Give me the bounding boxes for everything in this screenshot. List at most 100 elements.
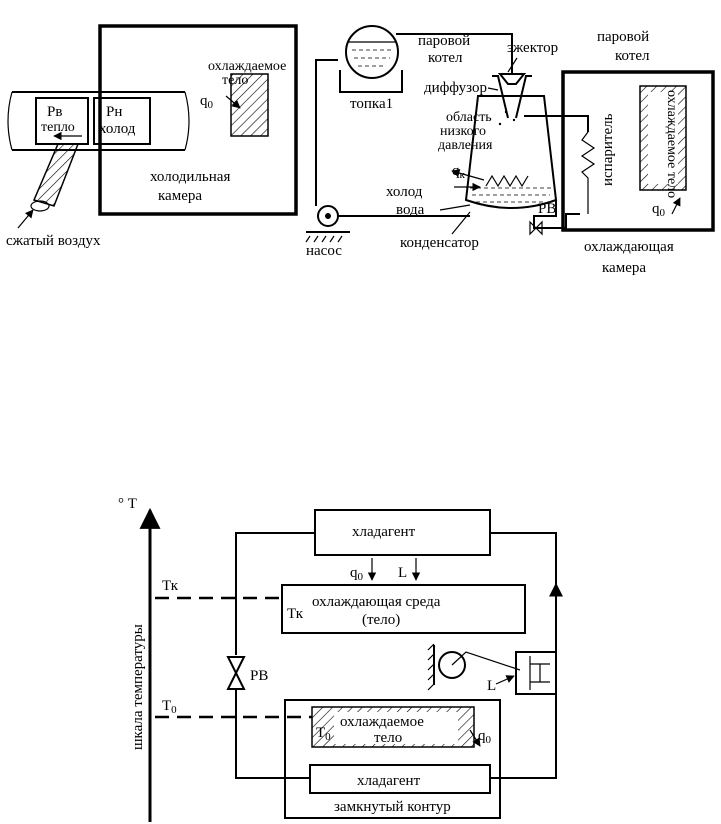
refrigeration-chamber <box>98 24 298 216</box>
refrigeration-cycle-diagram: ° Т шкала температуры Тк Т0 хладагент q0… <box>118 496 563 822</box>
q0-label: q0 <box>200 93 214 111</box>
axis-unit-label: ° Т <box>118 496 137 512</box>
loop-right-top <box>490 532 557 652</box>
compressed-air-label: сжатый воздух <box>6 233 101 249</box>
diffuser <box>492 75 532 119</box>
motor-mount-hatch <box>427 643 435 691</box>
q0-right-arrow <box>671 197 681 215</box>
cooled-body-label-1: охлаждаемое <box>340 714 424 730</box>
cooling-medium-box <box>281 584 526 634</box>
refrigerant-bottom-label: хладагент <box>357 773 421 789</box>
compressed-air-arrow <box>17 209 34 229</box>
steam-boiler-right-label-1: паровой <box>597 29 649 45</box>
cooled-body-label: охлаждаемое тело <box>664 90 679 198</box>
throttle-line <box>533 200 580 229</box>
q0-right-arrow <box>469 729 481 747</box>
cold-cavity <box>93 97 151 145</box>
ejector-label: эжектор <box>507 40 558 56</box>
cooled-body-label-2: тело <box>222 73 248 88</box>
steam-boiler-label-1: паровой <box>418 33 470 49</box>
cold-label: холод <box>386 184 423 200</box>
boiler-water <box>352 49 392 67</box>
diffuser-label: диффузор <box>424 80 487 96</box>
feed-line-up <box>315 59 338 206</box>
ejector-system-diagram: топка1 паровой котел эжектор диффузор об… <box>305 25 715 276</box>
motor <box>438 651 466 679</box>
evaporator-coil <box>580 131 596 214</box>
low-pressure-label-1: область <box>446 110 492 125</box>
t0-inner-label: Т0 <box>316 725 331 743</box>
refrigerant-bottom-box <box>309 764 491 794</box>
water-leader <box>439 204 471 211</box>
cooling-chamber-label-1: охлаждающая <box>584 239 674 255</box>
cooling-chamber <box>561 70 715 232</box>
pipe-walls <box>12 91 185 151</box>
firebox-label: топка1 <box>350 96 393 112</box>
condenser-coil <box>485 174 529 188</box>
loop-left-bottom <box>235 690 310 779</box>
compressor-piston <box>529 656 550 690</box>
refrigerant-top-box <box>314 509 491 556</box>
warm-label: тепло <box>41 120 75 135</box>
pipe-end-left <box>7 91 13 151</box>
air-inlet-nozzle <box>32 143 80 207</box>
l-mid-arrow <box>495 675 515 685</box>
pv-valve <box>226 656 246 690</box>
cooled-body-label-bg <box>648 92 678 184</box>
low-pressure-label-3: давления <box>438 138 493 153</box>
suction-line <box>524 115 589 132</box>
tk-label: Тк <box>162 578 179 594</box>
ejector-nozzle <box>497 73 527 85</box>
pump-base-hatch <box>305 235 343 243</box>
refrigerant-top-label: хладагент <box>352 524 416 540</box>
pump-shaft <box>325 213 331 219</box>
cooling-medium-label-1: охлаждающая среда <box>312 594 441 610</box>
l-mid-label: L <box>487 678 496 694</box>
l-top-label: L <box>398 565 407 581</box>
pv-label: Рв <box>47 104 62 120</box>
low-pressure-dot <box>512 118 516 122</box>
loop-right-bottom <box>490 694 557 779</box>
axis-label: шкала температуры <box>130 624 146 750</box>
diffuser-leader <box>487 87 499 91</box>
compressor <box>515 651 557 695</box>
closed-loop-box <box>284 699 501 819</box>
cooled-body-label-2: тело <box>374 730 402 746</box>
cooled-body-label-1: охлаждаемое <box>208 59 286 74</box>
chamber-label-1: холодильная <box>150 169 230 185</box>
cooling-chamber-label-2: камера <box>602 260 646 276</box>
firebox <box>339 70 403 93</box>
t0-label: Т0 <box>162 698 177 716</box>
pv-valve <box>529 220 543 236</box>
pv-label: РВ <box>538 201 556 217</box>
steam-boiler-right-label-2: котел <box>615 48 650 64</box>
loop-left-top <box>235 532 315 655</box>
motor-drive-link <box>451 651 521 671</box>
low-pressure-label-2: низкого <box>440 124 486 139</box>
cold-label: холод <box>99 121 136 137</box>
condenser-label: конденсатор <box>400 235 479 251</box>
q0-top-label: q0 <box>350 565 364 583</box>
q0-right-label: q0 <box>652 201 666 219</box>
water-label: вода <box>396 202 425 218</box>
pv-label: РВ <box>250 668 268 684</box>
low-pressure-dot <box>504 110 508 114</box>
vortex-tube-diagram: охлаждаемое тело q0 холодильная камера Р… <box>6 24 298 249</box>
steam-boiler-tank <box>345 25 399 79</box>
steam-boiler-label-2: котел <box>428 50 463 66</box>
evaporator-label: испаритель <box>600 113 616 186</box>
pn-label: Рн <box>106 104 122 120</box>
cooling-medium-label-2: (тело) <box>362 612 400 628</box>
tk-inner-label: Тк <box>287 606 304 622</box>
condenser-water <box>470 187 552 203</box>
inlet-opening <box>30 200 50 212</box>
pipe-end-right <box>184 91 190 151</box>
steam-line <box>396 33 513 74</box>
pump-label: насос <box>306 243 342 259</box>
low-pressure-dot <box>498 122 502 126</box>
closed-loop-label: замкнутый контур <box>334 799 451 815</box>
cooled-body-label-bg <box>334 712 458 744</box>
chamber-label-2: камера <box>158 188 202 204</box>
qk-arrow <box>451 169 485 181</box>
